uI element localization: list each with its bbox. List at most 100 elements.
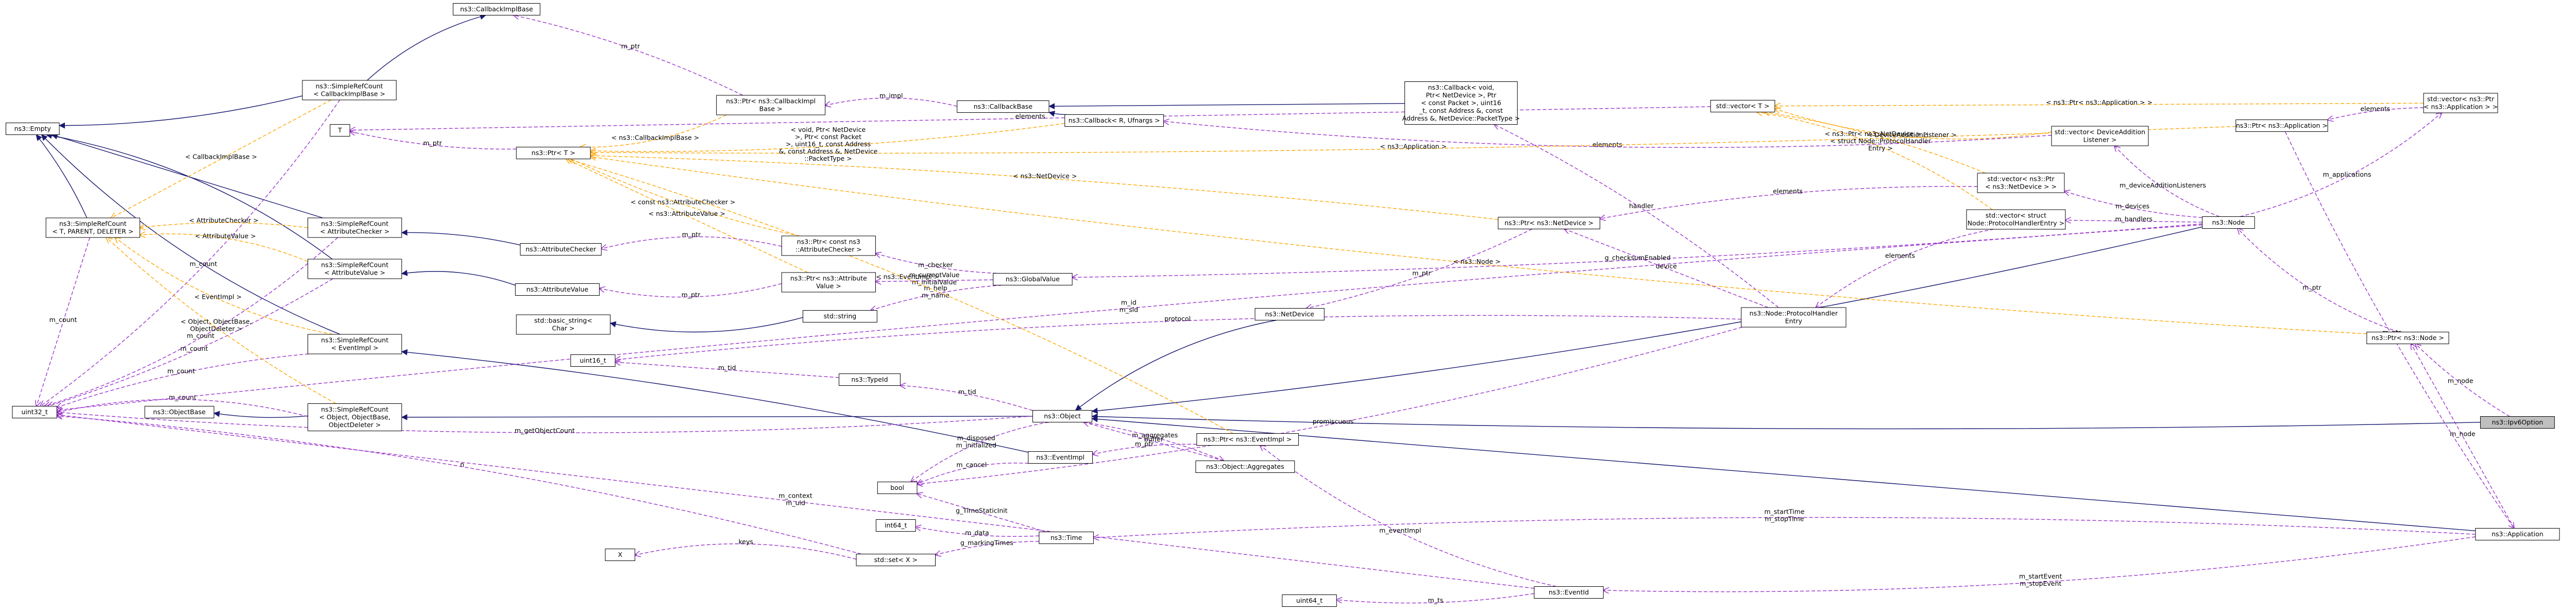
node-box: [802, 310, 877, 322]
edge-line: [1600, 186, 1978, 219]
class-node-bool[interactable]: bool: [877, 482, 918, 494]
class-node-simplerefcount_ac[interactable]: ns3::SimpleRefCount< AttributeChecker >: [307, 217, 402, 238]
edge-u31: m_ptr: [1092, 440, 1197, 454]
class-node-eventid[interactable]: ns3::EventId: [1534, 586, 1604, 599]
edge-t12: < void, Ptr< NetDevice>, Ptr< const Pack…: [590, 123, 1065, 162]
class-node-int64[interactable]: int64_t: [875, 519, 916, 532]
class-node-callbackimplbase[interactable]: ns3::CallbackImplBase: [452, 3, 540, 15]
edge-u5: elements: [350, 106, 1711, 130]
class-node-callbackbase[interactable]: ns3::CallbackBase: [957, 100, 1049, 113]
class-node-vector_T[interactable]: std::vector< T >: [1710, 100, 1775, 112]
edge-line: [599, 283, 782, 298]
class-node-typeid[interactable]: ns3::TypeId: [838, 373, 901, 386]
edge-u24: g_checksumEnabled: [1072, 223, 2202, 277]
class-node-application[interactable]: ns3::Application: [2475, 528, 2560, 540]
class-node-uint16[interactable]: uint16_t: [570, 354, 616, 367]
edge-u3: m_count: [40, 99, 341, 406]
class-node-aggregates[interactable]: ns3::Object::Aggregates: [1195, 461, 1295, 473]
class-node-uint32[interactable]: uint32_t: [12, 406, 57, 418]
node-label: ns3::CallbackImplBase: [460, 5, 533, 13]
class-node-attributechecker[interactable]: ns3::AttributeChecker: [520, 243, 602, 256]
node-box: [1741, 307, 1846, 328]
edge-label: < EventImpl >: [194, 293, 242, 300]
class-node-ptr_node[interactable]: ns3::Ptr< ns3::Node >: [2366, 332, 2449, 344]
edge-label: m_deviceAdditionListeners: [2120, 181, 2206, 189]
edge-u23: m_ptr: [599, 283, 782, 298]
node-label: ns3::Object: [1044, 412, 1081, 420]
class-node-object[interactable]: ns3::Object: [1032, 410, 1093, 422]
edge-line: [350, 106, 1711, 130]
class-node-simplerefcount_ei[interactable]: ns3::SimpleRefCount< EventImpl >: [307, 334, 402, 354]
class-node-uint64[interactable]: uint64_t: [1282, 594, 1337, 607]
edge-line: [401, 229, 521, 246]
class-node-callback_r[interactable]: ns3::Callback< R, Ufnargs >: [1064, 114, 1164, 127]
edge-u9: m_devices: [2064, 191, 2202, 218]
class-node-globalvalue[interactable]: ns3::GlobalValue: [993, 273, 1073, 285]
class-node-callback_void[interactable]: ns3::Callback< void,Ptr< NetDevice >, Pt…: [1402, 81, 1520, 125]
class-node-netdevice[interactable]: ns3::NetDevice: [1255, 308, 1325, 320]
edge-label: m_node: [2448, 377, 2473, 384]
class-node-time[interactable]: ns3::Time: [1039, 532, 1094, 544]
edge-line: [1260, 446, 1557, 587]
node-label: ns3::Object::Aggregates: [1206, 463, 1284, 470]
class-node-ptr_eventimpl[interactable]: ns3::Ptr< ns3::EventImpl >: [1196, 433, 1299, 446]
node-label: X: [618, 551, 622, 558]
class-node-vector_ptr_nd[interactable]: std::vector< ns3::Ptr< ns3::NetDevice > …: [1977, 173, 2065, 193]
class-node-node[interactable]: ns3::Node: [2202, 216, 2255, 229]
edge-label: < Object, ObjectBase,ObjectDeleter >: [180, 318, 251, 333]
edge-u1: m_ptr: [514, 15, 743, 96]
node-box: [957, 100, 1049, 113]
edge-line: [1775, 109, 2052, 140]
edge-label: < AttributeChecker >: [189, 216, 259, 224]
class-node-basic_string[interactable]: std::basic_string<Char >: [516, 314, 611, 335]
class-node-std_set[interactable]: std::set< X >: [856, 554, 936, 566]
edge-label: m_ts: [1428, 597, 1444, 604]
class-node-ptr_T[interactable]: ns3::Ptr< T >: [516, 147, 591, 159]
edge-u38: m_ptr: [2238, 229, 2399, 333]
edge-line: [57, 399, 308, 417]
edge-line: [514, 15, 743, 96]
edge-label: elements: [1773, 187, 1803, 195]
class-node-ptr_app[interactable]: ns3::Ptr< ns3::Application >: [2235, 120, 2328, 132]
class-node-ptr_const_ac[interactable]: ns3::Ptr< const ns3::AttributeChecker >: [781, 235, 876, 256]
node-box: [330, 124, 350, 137]
edge-line: [140, 234, 308, 262]
edge-line: [111, 99, 331, 218]
class-node-vector_ptr_app[interactable]: std::vector< ns3::Ptr< ns3::Application …: [2423, 93, 2498, 113]
edge-e14: [401, 349, 1028, 453]
edge-e5: [45, 132, 333, 260]
class-node-attributevalue[interactable]: ns3::AttributeValue: [515, 283, 600, 296]
edge-line: [1816, 229, 1994, 308]
edge-line: [2328, 107, 2424, 120]
class-node-X[interactable]: X: [605, 549, 635, 561]
class-node-objectbase[interactable]: ns3::ObjectBase: [144, 406, 214, 418]
class-node-T[interactable]: T: [330, 124, 350, 137]
class-node-empty[interactable]: ns3::Empty: [6, 123, 60, 135]
class-node-ptr_netdevice[interactable]: ns3::Ptr< ns3::NetDevice >: [1498, 217, 1600, 229]
edge-u39: m_node: [2415, 344, 2510, 417]
class-node-ipv6option[interactable]: ns3::Ipv6Option: [2480, 416, 2555, 429]
class-node-std_string[interactable]: std::string: [802, 310, 877, 322]
edge-label: < ns3::EventImpl >: [876, 273, 939, 281]
node-label: ns3::Node: [2212, 218, 2245, 226]
class-node-simplerefcount_tpd[interactable]: ns3::SimpleRefCount< T, PARENT, DELETER …: [45, 217, 140, 238]
class-node-eventimpl[interactable]: ns3::EventImpl: [1028, 451, 1093, 464]
edge-label: m_count: [49, 316, 77, 324]
class-node-simplerefcount_av[interactable]: ns3::SimpleRefCount< AttributeValue >: [307, 259, 402, 279]
edge-label: m_handlers: [2115, 215, 2153, 223]
node-label: std::basic_string<Char >: [534, 317, 592, 332]
edge-line: [917, 494, 1046, 533]
class-node-simplerefcount_obj[interactable]: ns3::SimpleRefCount< Object, ObjectBase,…: [307, 403, 402, 431]
edge-line: [601, 236, 782, 249]
edge-t17: < Object, ObjectBase,ObjectDeleter >: [107, 237, 336, 404]
edge-t3: < ns3::AttributeValue >: [566, 159, 808, 273]
class-node-simplerefcount_cib[interactable]: ns3::SimpleRefCount< CallbackImplBase >: [302, 80, 397, 100]
